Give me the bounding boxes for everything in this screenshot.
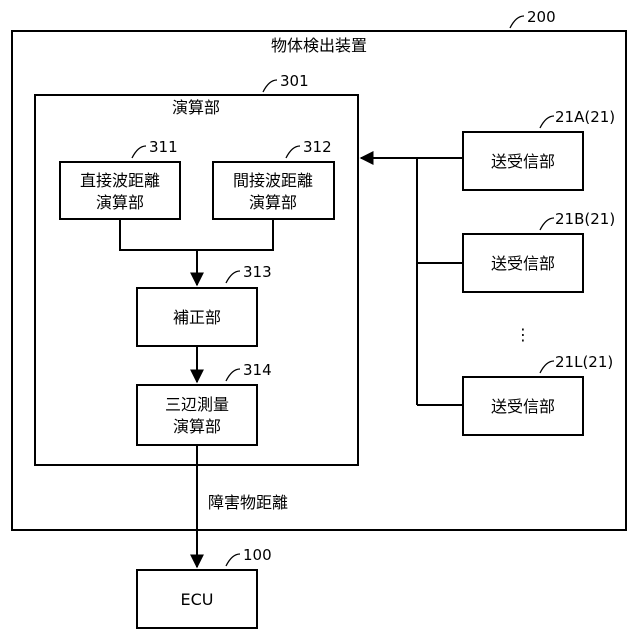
indirect-wave-ref: 312 [303,138,332,156]
indirect-wave-line2: 演算部 [249,193,297,212]
transceiver-a-ref: 21A(21) [555,108,615,126]
trilateration-ref: 314 [243,361,272,379]
transceiver-b-ref: 21B(21) [555,210,615,228]
correction-label: 補正部 [173,308,221,327]
ecu-label: ECU [181,590,214,609]
ecu-ref: 100 [243,546,272,564]
transceiver-ellipsis: ⋮ [515,325,531,344]
trilateration-line1: 三辺測量 [165,395,229,414]
transceiver-l-ref: 21L(21) [555,353,613,371]
direct-wave-line1: 直接波距離 [80,171,160,190]
transceiver-b-label: 送受信部 [491,254,555,273]
device-ref: 200 [527,8,556,26]
calculation-unit-title: 演算部 [172,98,220,117]
indirect-wave-line1: 間接波距離 [233,171,313,190]
obstacle-distance-label: 障害物距離 [208,493,288,512]
device-title: 物体検出装置 [271,36,367,55]
device-ref-leader [510,16,524,28]
correction-ref: 313 [243,263,272,281]
trilateration-line2: 演算部 [173,417,221,436]
calculation-unit-ref: 301 [280,72,309,90]
transceiver-l-label: 送受信部 [491,397,555,416]
transceiver-a-label: 送受信部 [491,152,555,171]
direct-wave-line2: 演算部 [96,193,144,212]
direct-wave-ref: 311 [149,138,178,156]
ecu-ref-leader [226,554,240,566]
trilateration-box [137,385,257,445]
